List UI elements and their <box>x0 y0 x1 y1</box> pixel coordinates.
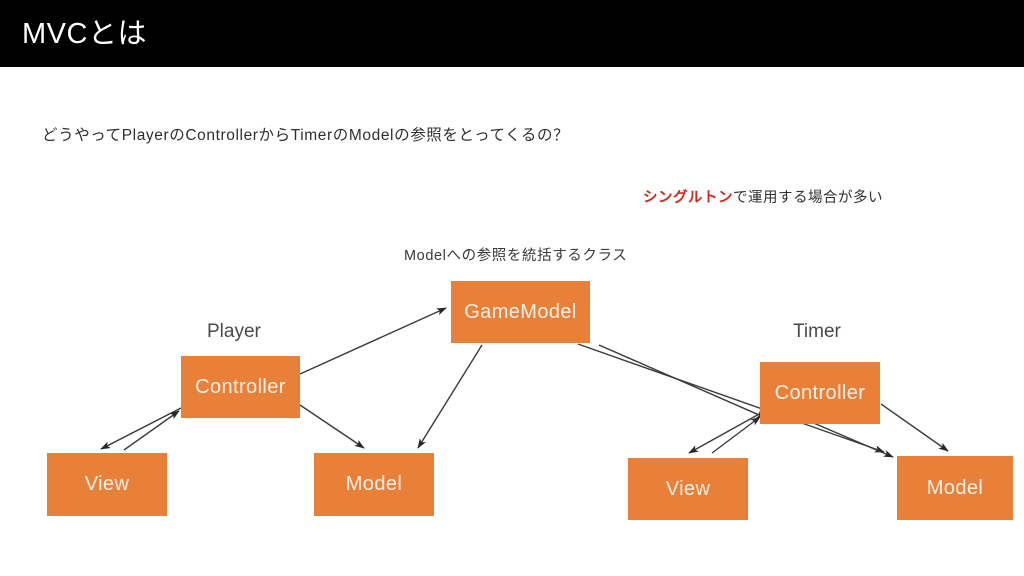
node-gamemodel[interactable]: GameModel <box>451 281 590 343</box>
node-player-view[interactable]: View <box>47 453 167 516</box>
node-timer-model[interactable]: Model <box>897 456 1013 520</box>
node-timer-view[interactable]: View <box>628 458 748 520</box>
gamemodel-caption: Modelへの参照を統括するクラス <box>404 248 628 264</box>
node-player-controller[interactable]: Controller <box>181 356 300 418</box>
group-label-timer: Timer <box>793 321 841 342</box>
arrow-timer-controller-to-timer-model <box>880 403 949 452</box>
arrow-player-controller-to-timer-controller <box>598 344 767 419</box>
arrow-gamemodel-to-player-model <box>417 344 483 449</box>
question-text: どうやってPlayerのControllerからTimerのModelの参照をと… <box>42 127 570 144</box>
arrow-player-controller-to-player-view <box>100 407 182 450</box>
title-banner <box>0 0 1024 67</box>
page-title: MVCとは <box>22 18 147 50</box>
singleton-highlight: シングルトン <box>643 190 733 206</box>
arrow-timer-view-to-timer-controller <box>711 416 761 454</box>
arrow-player-view-to-player-controller <box>123 410 180 451</box>
singleton-note: シングルトンで運用する場合が多い <box>643 186 883 207</box>
arrow-player-controller-to-player-model <box>299 404 365 449</box>
singleton-rest: で運用する場合が多い <box>733 190 883 206</box>
arrow-player-controller-to-gamemodel <box>299 307 447 375</box>
group-label-player: Player <box>207 321 261 342</box>
node-player-model[interactable]: Model <box>314 453 434 516</box>
arrow-timer-controller-to-timer-view <box>688 412 762 454</box>
node-timer-controller[interactable]: Controller <box>760 362 880 424</box>
